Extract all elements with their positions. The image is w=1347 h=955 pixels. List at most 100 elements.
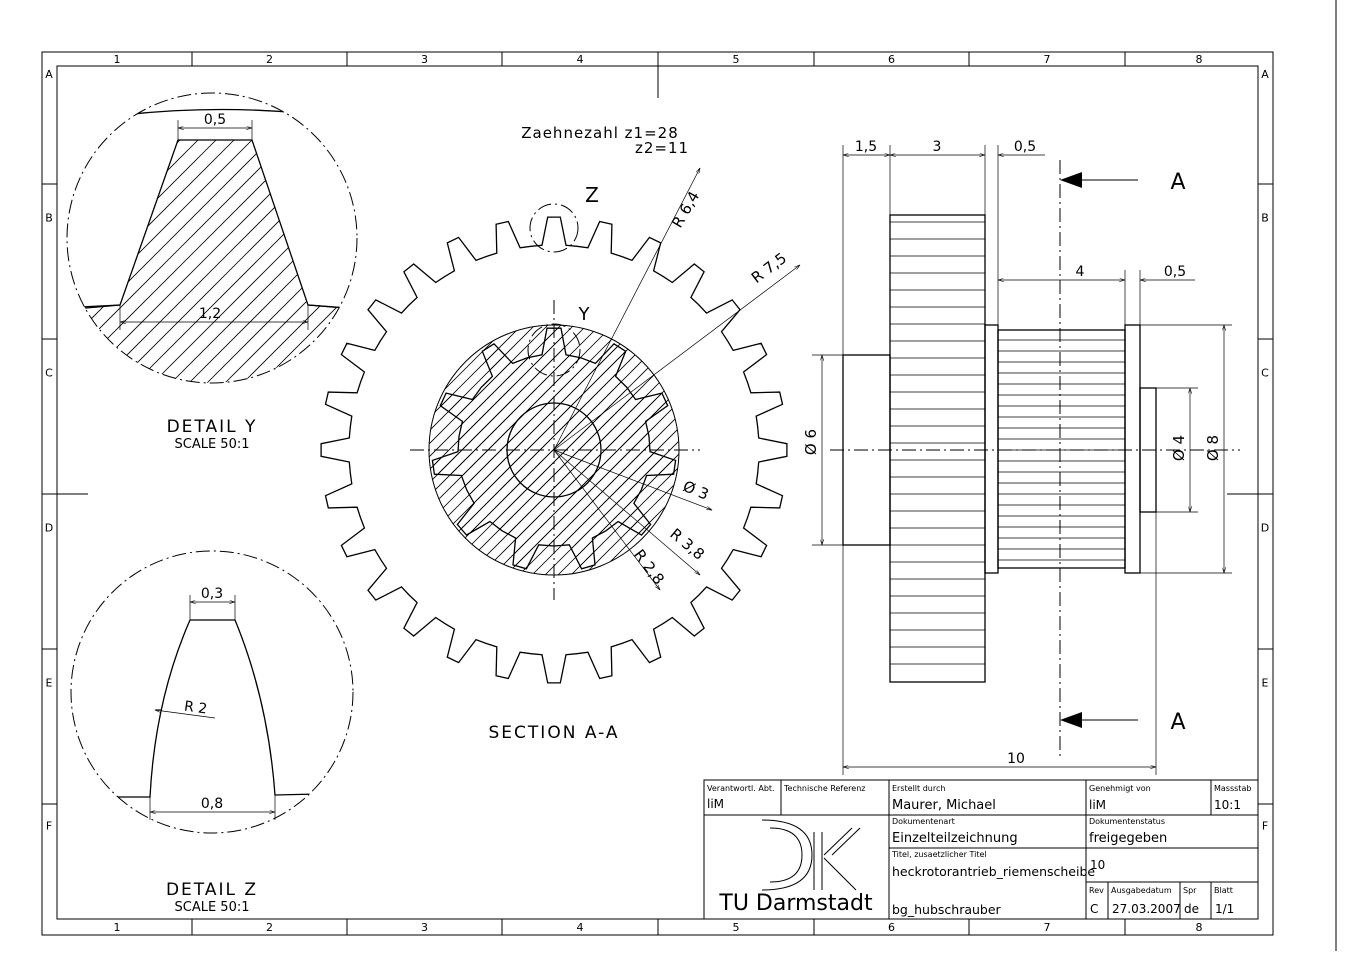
pulley-body: [997, 329, 1126, 569]
tb-val-project: bg_hubschrauber: [892, 902, 1002, 917]
outer-gear-profile: [320, 216, 788, 684]
column-label: 6: [888, 53, 895, 66]
detail-z-left-flank: [71, 619, 191, 798]
tb-val-rev: C: [1090, 902, 1098, 916]
dim-d8: Ø 8: [1204, 435, 1222, 461]
inner-hatch-line: [432, 328, 548, 569]
inner-hatch-line: [117, 300, 417, 600]
dim-r75-leader: [553, 265, 800, 451]
row-label: B: [1261, 212, 1269, 225]
section-arrow-bottom: [1060, 712, 1082, 728]
tb-lbl-approved-by: Genehmigt von: [1089, 784, 1151, 793]
hub-hatch-line: [104, 300, 404, 600]
detail-z: 0,3 R 2 0,8 DETAIL Z SCALE 50:1: [70, 550, 354, 915]
section-mark-bottom: A: [1170, 710, 1185, 735]
detail-z-title: DETAIL Z: [166, 880, 258, 900]
detail-y-hatch-line: [67, 140, 357, 383]
tb-lbl-title: Titel, zusaetzlicher Titel: [891, 850, 987, 859]
gear-tooth-count-label: Zaehnezahl z1=28: [521, 124, 679, 142]
title-block: Verantwortl. Abt. liM Technische Referen…: [703, 779, 1259, 920]
column-label: 2: [266, 921, 273, 934]
detail-y-hatch-line: [349, 140, 357, 383]
detail-y-hatch-line: [404, 38, 804, 438]
dim-10: 10: [1007, 751, 1025, 767]
hub-hatch-line: [117, 300, 417, 600]
row-label: F: [46, 820, 52, 833]
dim-r28-leader: [553, 449, 660, 590]
dim-d4: Ø 4: [1170, 435, 1188, 461]
column-label: 1: [114, 921, 121, 934]
detail-y-hatch-line: [67, 140, 247, 383]
dim-r28: R 2,8: [630, 546, 668, 588]
row-label: A: [45, 68, 53, 81]
detail-z-boundary: [70, 550, 354, 834]
tb-lbl-doc-type: Dokumentenart: [892, 817, 955, 826]
tb-lbl-sheet: Blatt: [1214, 886, 1233, 895]
column-label: 6: [888, 921, 895, 934]
row-label: C: [45, 367, 53, 380]
detail-z-radius-leader: [155, 710, 216, 719]
detail-y-hatch-line: [67, 140, 357, 383]
row-label: E: [1262, 677, 1269, 690]
column-label: 8: [1196, 921, 1203, 934]
column-label: 1: [114, 53, 121, 66]
detail-y-scale: SCALE 50:1: [174, 437, 249, 452]
column-label: 7: [1044, 921, 1051, 934]
detail-y-hatch-line: [67, 140, 357, 383]
tb-lbl-lang: Spr: [1183, 886, 1197, 895]
tb-val-doc-status: freigegeben: [1089, 831, 1167, 846]
dim-r64-leader: [553, 168, 700, 451]
detail-y-hatch-line: [331, 140, 357, 383]
tb-lbl-issue-date: Ausgabedatum: [1111, 886, 1172, 895]
row-label: A: [1261, 68, 1269, 81]
row-label: D: [45, 522, 53, 535]
tb-val-sheet: 1/1: [1215, 902, 1234, 916]
dim-r38: R 3,8: [666, 525, 707, 564]
inner-frame: [56, 65, 1259, 920]
dim-r75: R 7,5: [748, 249, 790, 287]
tb-val-doc-type: Einzelteilzeichnung: [892, 831, 1018, 846]
tb-lbl-created-by: Erstellt durch: [892, 784, 945, 793]
detail-y-hatch-line: [0, 38, 12, 438]
gear-side-view: A A 1,5 3 0,5 4 0,5 Ø 6 Ø 4 Ø 8: [802, 139, 1240, 775]
tb-val-issue-date: 27.03.2007: [1112, 902, 1181, 916]
hub-hatch-line: [429, 325, 574, 575]
detail-y-marker-circle: [527, 323, 581, 377]
detail-y-hatch-line: [241, 140, 357, 383]
tb-lbl-doc-status: Dokumentenstatus: [1089, 817, 1165, 826]
detail-y-hatch-line: [0, 38, 30, 438]
detail-z-dim-radius: R 2: [183, 699, 208, 718]
detail-y-hatch-line: [259, 140, 357, 383]
inner-hatch-line: [104, 300, 404, 600]
detail-z-marker: Z: [585, 183, 599, 207]
detail-z-right-flank: [190, 619, 353, 796]
section-arrow-top: [1060, 172, 1082, 188]
tb-val-title: heckrotorantrieb_riemenscheibe: [892, 864, 1095, 879]
dim-05-top: 0,5: [1014, 139, 1036, 155]
row-label: E: [46, 677, 53, 690]
tb-lbl-scale: Massstab: [1214, 784, 1251, 793]
row-label: B: [45, 212, 53, 225]
detail-y-dim-bottom: 1,2: [199, 306, 221, 322]
detail-y-hatch-line: [67, 140, 211, 383]
gear-step-left: [984, 324, 999, 574]
detail-y-hatch-line: [79, 140, 357, 383]
column-label: 3: [421, 53, 428, 66]
detail-y-marker: Y: [578, 304, 591, 325]
title-block-frame: [703, 779, 1259, 920]
column-label: 3: [421, 921, 428, 934]
dim-d3-leader: [553, 449, 712, 510]
tb-val-drawing-no: 10: [1090, 858, 1105, 872]
hub-hatch-line: [429, 325, 561, 575]
row-label: D: [1261, 522, 1269, 535]
detail-y-hatch-line: [151, 140, 357, 383]
column-label: 4: [577, 53, 584, 66]
hub-hatch-line: [571, 325, 679, 575]
section-label: SECTION A-A: [489, 723, 620, 743]
detail-y-hatch-line: [169, 140, 357, 383]
detail-y-hatch-line: [67, 140, 175, 383]
detail-y-tooth-profile: [67, 139, 357, 383]
